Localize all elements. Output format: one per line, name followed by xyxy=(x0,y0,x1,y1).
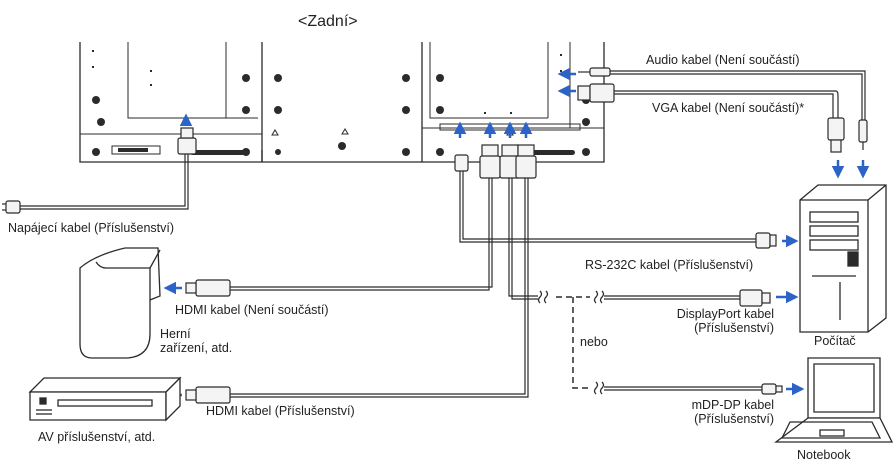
computer-tower xyxy=(799,184,887,333)
av-accessory-label: AV příslušenství, atd. xyxy=(38,430,156,444)
connection-arrows xyxy=(163,67,870,402)
connectors xyxy=(2,67,868,404)
notebook-label: Notebook xyxy=(797,448,851,462)
notebook-laptop xyxy=(774,357,894,443)
power-cable-label: Napájecí kabel (Příslušenství) xyxy=(8,221,175,235)
game-device xyxy=(79,247,161,359)
cable-breaks xyxy=(537,290,605,395)
rs232c-cable-label: RS-232C kabel (Příslušenství) xyxy=(585,258,754,272)
audio-cable-label: Audio kabel (Není součástí) xyxy=(646,53,800,67)
mdp-dp-cable-label-line1: mDP-DP kabel xyxy=(691,398,774,412)
power-cable-line xyxy=(20,152,186,207)
av-device xyxy=(28,376,182,422)
monitor-rear-details xyxy=(92,50,590,156)
game-device-label-line2: zařízení, atd. xyxy=(160,341,233,355)
displayport-cable-label-line1: DisplayPort kabel xyxy=(676,307,774,321)
page-title: <Zadní> xyxy=(298,13,358,30)
displayport-cable-label-line2: (Příslušenství) xyxy=(694,321,774,335)
hdmi-cable-not-included-label: HDMI kabel (Není součástí) xyxy=(175,303,329,317)
hdmi-cable-accessory-label: HDMI kabel (Příslušenství) xyxy=(206,404,355,418)
or-label: nebo xyxy=(580,335,608,349)
mdp-dp-cable-label-line2: (Příslušenství) xyxy=(694,412,774,426)
game-device-label-line1: Herní xyxy=(160,327,191,341)
vga-cable-label: VGA kabel (Není součástí)* xyxy=(652,101,805,115)
computer-label: Počítač xyxy=(814,334,856,348)
cable-lines xyxy=(20,70,866,398)
alternative-path xyxy=(556,296,590,389)
